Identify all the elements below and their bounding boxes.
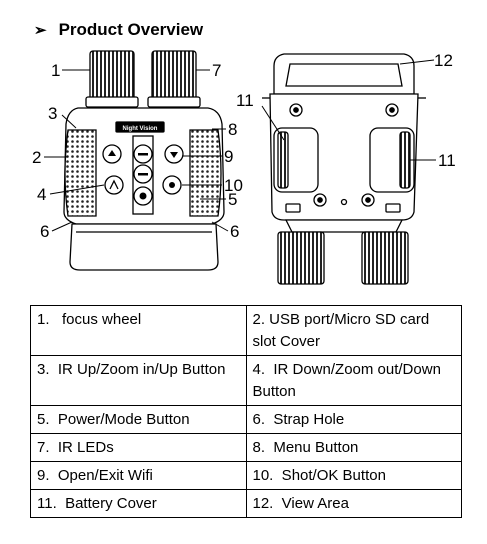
table-row: 1. focus wheel 2. USB port/Micro SD card…: [30, 305, 462, 356]
table-cell: 2. USB port/Micro SD card slot Cover: [245, 305, 462, 356]
table-cell: 7. IR LEDs: [30, 433, 247, 462]
table-cell: 3. IR Up/Zoom in/Up Button: [30, 355, 247, 406]
table-cell: 11. Battery Cover: [30, 489, 247, 518]
front-leader-lines: [44, 69, 229, 232]
callout-10: 10: [224, 176, 243, 195]
brand-plate: [115, 121, 165, 133]
left-grip: [64, 129, 97, 217]
right-eyepiece: [361, 231, 409, 285]
callout-9: 9: [224, 147, 233, 166]
front-lens-housing: [69, 223, 219, 271]
front-callouts: 1 7 3 8 2 9 4 10 5 6 6: [32, 61, 243, 241]
front-view: [63, 50, 225, 271]
callout-4: 4: [37, 185, 46, 204]
callout-11-left: 11: [236, 91, 254, 110]
brand-label: Night Vision: [123, 126, 158, 132]
view-area: [285, 63, 403, 87]
table-cell: 5. Power/Mode Button: [30, 405, 247, 434]
back-leader-lines: [261, 59, 436, 161]
left-focus-wheel: [89, 50, 135, 102]
table-cell: 6. Strap Hole: [245, 405, 462, 434]
table-cell: 12. View Area: [245, 489, 462, 518]
table-cell: 8. Menu Button: [245, 433, 462, 462]
left-eyepiece: [277, 231, 325, 285]
callout-6-left: 6: [40, 222, 49, 241]
table-row: 9. Open/Exit Wifi 10. Shot/OK Button: [30, 461, 462, 490]
callout-8: 8: [228, 120, 237, 139]
section-heading: ➢ Product Overview: [34, 20, 203, 40]
table-row: 5. Power/Mode Button 6. Strap Hole: [30, 405, 462, 434]
binocular-diagram: Night Vision 1 7 3 8 2 9 4 10 5 6 6: [32, 50, 456, 285]
callout-12: 12: [434, 51, 453, 70]
callout-1: 1: [51, 61, 60, 80]
section-title: Product Overview: [58, 20, 204, 39]
table-row: 7. IR LEDs 8. Menu Button: [30, 433, 462, 462]
right-focus-wheel: [151, 50, 197, 102]
parts-table: 1. focus wheel 2. USB port/Micro SD card…: [30, 305, 462, 518]
callout-3: 3: [48, 104, 57, 123]
callout-5: 5: [228, 190, 237, 209]
table-cell: 4. IR Down/Zoom out/Down Button: [245, 355, 462, 406]
table-cell: 10. Shot/OK Button: [245, 461, 462, 490]
callout-2: 2: [32, 148, 41, 167]
wifi-button[interactable]: [104, 175, 124, 195]
callout-6-right: 6: [230, 222, 239, 241]
table-cell: 9. Open/Exit Wifi: [30, 461, 247, 490]
arrow-bullet-icon: ➢: [34, 22, 47, 39]
table-row: 11. Battery Cover 12. View Area: [30, 489, 462, 518]
back-view: [262, 53, 426, 285]
right-grip: [189, 129, 222, 217]
callout-7: 7: [212, 61, 221, 80]
back-callouts: 12 11 11: [236, 51, 456, 170]
callout-11-right: 11: [438, 151, 456, 170]
table-row: 3. IR Up/Zoom in/Up Button 4. IR Down/Zo…: [30, 355, 462, 406]
table-cell: 1. focus wheel: [30, 305, 247, 356]
